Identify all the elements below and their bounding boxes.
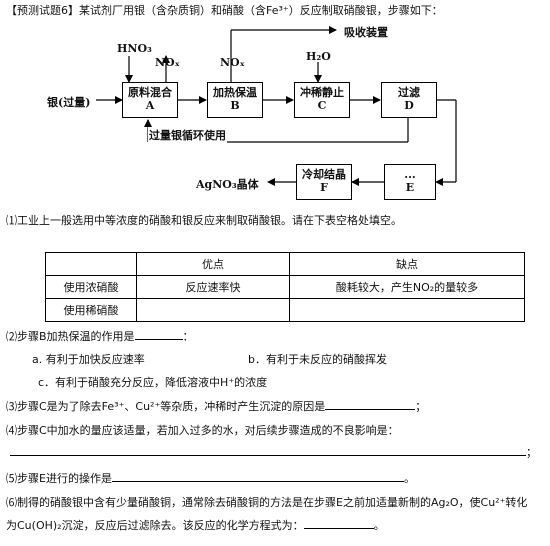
q6-text-end: 。 — [373, 519, 385, 532]
q5-text-end: 。 — [403, 472, 415, 485]
step-name: 冷却结晶 — [302, 168, 346, 181]
table-header-row: 优点 缺点 — [45, 252, 525, 276]
q2-prompt: ⑵步骤B加热保温的作用是 ： — [6, 330, 194, 344]
table-cell: 酸耗较大，产生NO₂的量较多 — [289, 275, 525, 299]
table-header-cell: 缺点 — [289, 252, 525, 276]
table-row: 使用浓硝酸 反应速率快 酸耗较大，产生NO₂的量较多 — [45, 275, 525, 299]
step-name: 加热保温 — [213, 86, 257, 99]
table-cell: 反应速率快 — [136, 275, 290, 299]
step-letter: F — [320, 181, 328, 194]
step-box-f: 冷却结晶 F — [296, 164, 352, 200]
q4-answer-line: ； — [10, 446, 537, 460]
answer-cell[interactable] — [136, 298, 290, 322]
step-letter: C — [317, 99, 327, 112]
q1-prompt: ⑴工业上一般选用中等浓度的硝酸和银反应来制取硝酸银。请在下表空格处填空。 — [6, 214, 402, 227]
table-header-cell — [45, 252, 137, 276]
step-name: 原料混合 — [128, 86, 172, 99]
q5-text: ⑸步骤E进行的操作是 — [6, 472, 112, 485]
q6-answer-blank[interactable] — [303, 528, 374, 529]
product-label: AgNO₃晶体 — [196, 178, 259, 191]
q3-answer-blank[interactable] — [325, 409, 416, 410]
question-title: 【预测试题6】某试剂厂用银（含杂质铜）和硝酸（含Fe³⁺）反应制取硝酸银，步骤如… — [6, 4, 443, 18]
question-intro: 某试剂厂用银（含杂质铜）和硝酸（含Fe³⁺）反应制取硝酸银，步骤如下： — [79, 4, 443, 17]
step-letter: A — [145, 99, 155, 112]
q6-line2: 为Cu(OH)₂沉淀，反应后过滤除去。该反应的化学方程式为： 。 — [6, 519, 385, 533]
step-name: 过滤 — [398, 86, 420, 99]
q3-text: ⑶步骤C是为了除去Fe³⁺、Cu²⁺等杂质，冲稀时产生沉淀的原因是 — [6, 400, 326, 413]
table-header-cell: 优点 — [136, 252, 290, 276]
step-box-d: 过滤 D — [381, 82, 437, 118]
hno3-label: HNO₃ — [117, 42, 152, 55]
answer-cell[interactable] — [289, 298, 525, 322]
step-letter: E — [405, 181, 415, 194]
q3-text-end: ； — [415, 400, 427, 413]
step-box-b: 加热保温 B — [207, 82, 263, 118]
q2-answer-blank[interactable] — [134, 339, 183, 340]
step-box-e: ... E — [384, 164, 436, 200]
q5-answer-blank[interactable] — [111, 481, 404, 482]
q5-prompt: ⑸步骤E进行的操作是 。 — [6, 472, 415, 486]
h2o-label: H₂O — [306, 50, 331, 63]
q2-option-c: c．有利于硝酸充分反应，降低溶液中H⁺的浓度 — [38, 376, 268, 389]
step-box-c: 冲稀静止 C — [294, 82, 350, 118]
q3-prompt: ⑶步骤C是为了除去Fe³⁺、Cu²⁺等杂质，冲稀时产生沉淀的原因是 ； — [6, 400, 426, 414]
table-cell: 使用稀硝酸 — [45, 298, 137, 322]
question-tag: 【预测试题6】 — [6, 4, 79, 17]
table-row: 使用稀硝酸 — [45, 298, 525, 322]
q6-line1: ⑹制得的硝酸银中含有少量硝酸铜，通常除去硝酸铜的方法是在步骤E之前加适量新制的A… — [6, 496, 528, 509]
comparison-table: 优点 缺点 使用浓硝酸 反应速率快 酸耗较大，产生NO₂的量较多 使用稀硝酸 — [45, 252, 525, 322]
step-letter: B — [230, 99, 240, 112]
step-box-a: 原料混合 A — [122, 82, 178, 118]
q6-text: 为Cu(OH)₂沉淀，反应后过滤除去。该反应的化学方程式为： — [6, 519, 304, 532]
q4-answer-blank[interactable] — [10, 455, 526, 456]
step-name: ... — [404, 168, 416, 181]
q2-option-b: b．有利于未反应的硝酸挥发 — [248, 353, 387, 366]
nox-label-a: NOₓ — [155, 56, 180, 69]
step-letter: D — [404, 99, 414, 112]
table-cell: 使用浓硝酸 — [45, 275, 137, 299]
q2-text-end: ： — [182, 330, 194, 343]
q2-text: ⑵步骤B加热保温的作用是 — [6, 330, 135, 343]
recycle-label: 过量银循环使用 — [148, 127, 227, 143]
q4-text-end: ； — [526, 446, 537, 459]
q2-option-a: a. 有利于加快反应速率 — [32, 353, 145, 366]
nox-label-b: NOₓ — [220, 56, 245, 69]
absorb-label: 吸收装置 — [344, 26, 388, 39]
q4-prompt: ⑷步骤C中加水的量应该适量，若加入过多的水，对后续步骤造成的不良影响是： — [6, 424, 399, 437]
silver-input-label: 银(过量) — [47, 96, 91, 109]
flow-diagram — [96, 26, 457, 186]
step-name: 冲稀静止 — [300, 86, 344, 99]
